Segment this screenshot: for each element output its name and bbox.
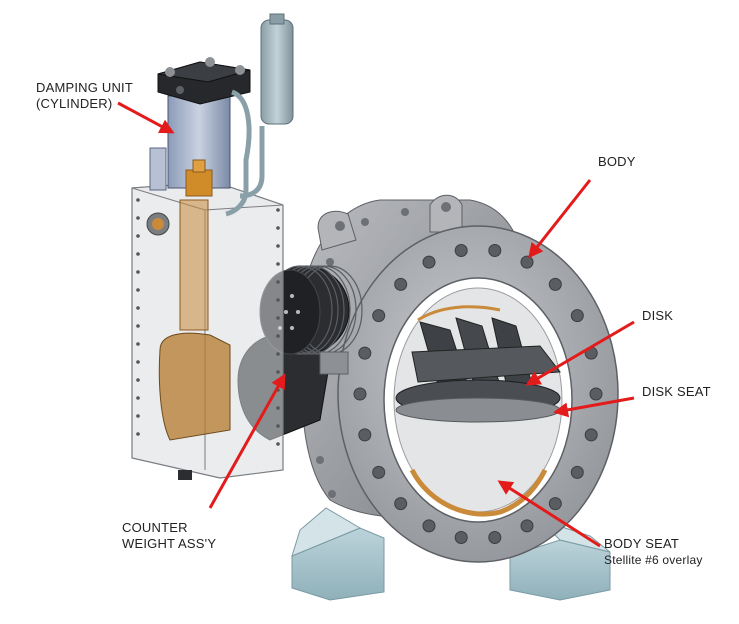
flange-bolt-hole [372,465,386,479]
housing-bolt [136,342,140,346]
valve-disk [395,317,561,423]
housing-bolt [276,352,280,356]
body-seat-label: BODY SEAT [604,536,680,551]
damping-unit-callout: DAMPING UNIT (CYLINDER) [36,80,133,112]
housing-bolt [276,244,280,248]
flange-bolt-hole [394,497,408,511]
housing-bolt [136,324,140,328]
flange-bolt-hole [353,387,367,401]
housing-bolt [276,226,280,230]
housing-bolt [276,262,280,266]
housing-bolt [136,414,140,418]
housing-bolt [276,316,280,320]
housing-bolt [276,208,280,212]
housing-bolt [136,306,140,310]
housing-bolt [276,424,280,428]
body-seat-note: Stellite #6 overlay [604,553,703,567]
housing-bolt [276,370,280,374]
arrow-disk-seat [553,396,635,418]
housing-bolt [136,270,140,274]
body-seat-ring [409,468,548,517]
flange-bolt-hole [548,277,562,291]
arrow-counter-weight [208,373,286,509]
housing-bolt [276,442,280,446]
flange-bolt-hole [454,531,468,544]
flange-bolt-hole [520,255,534,269]
housing-bolt [136,234,140,238]
housing-bolt [136,378,140,382]
housing-bolt [136,360,140,364]
housing-bolt [276,334,280,338]
housing-bolt [136,198,140,202]
damping-cylinder [149,57,265,217]
housing-bolt [136,396,140,400]
counter-weight-label-line1: COUNTER [122,520,188,535]
disk-callout: DISK [642,308,673,324]
flange-bolt-hole [520,519,534,533]
flange-bolt-hole [358,428,372,442]
housing-bolt [276,280,280,284]
flange-bolt-hole [488,531,502,544]
flange-bolt-hole [488,244,502,257]
housing-bolt [136,288,140,292]
housing-bolt [276,298,280,302]
housing-bolts [136,198,280,446]
flange-bolt-hole [584,428,598,442]
arrow-body [528,179,592,259]
body-seat-callout: BODY SEAT Stellite #6 overlay [604,536,703,568]
body-callout: BODY [598,154,636,170]
disk-label: DISK [642,308,674,323]
disk-seat-label: DISK SEAT [642,384,711,399]
flange-bolt-hole [422,255,436,269]
damping-unit-housing [131,181,284,480]
flange-bolt-hole [570,465,584,479]
flange-bolt-hole [570,309,584,323]
base-supports [291,507,611,601]
callout-arrows [117,101,635,548]
arrow-body-seat [497,480,601,548]
flange-bolt-hole [372,309,386,323]
body-label: BODY [598,154,636,169]
flange-bolt-hole [394,277,408,291]
flange-bolt-hole [548,497,562,511]
arrow-damping-unit [117,101,175,134]
disk-seat-callout: DISK SEAT [642,384,711,400]
counter-weight-callout: COUNTER WEIGHT ASS'Y [122,520,216,552]
flange-bolt-hole [589,387,603,401]
housing-bolt [136,432,140,436]
damping-unit-label-line2: (CYLINDER) [36,96,113,111]
flange-bolt-hole [358,346,372,360]
housing-bolt [136,216,140,220]
housing-bolt [136,252,140,256]
counter-weight-label-line2: WEIGHT ASS'Y [122,536,217,551]
arrow-disk [525,320,635,386]
flange-bolt-hole [422,519,436,533]
accumulator [260,13,294,125]
flange-bolt-hole [454,244,468,257]
housing-bolt [276,406,280,410]
flange-bolt-holes [353,244,603,544]
damping-unit-label-line1: DAMPING UNIT [36,80,134,95]
